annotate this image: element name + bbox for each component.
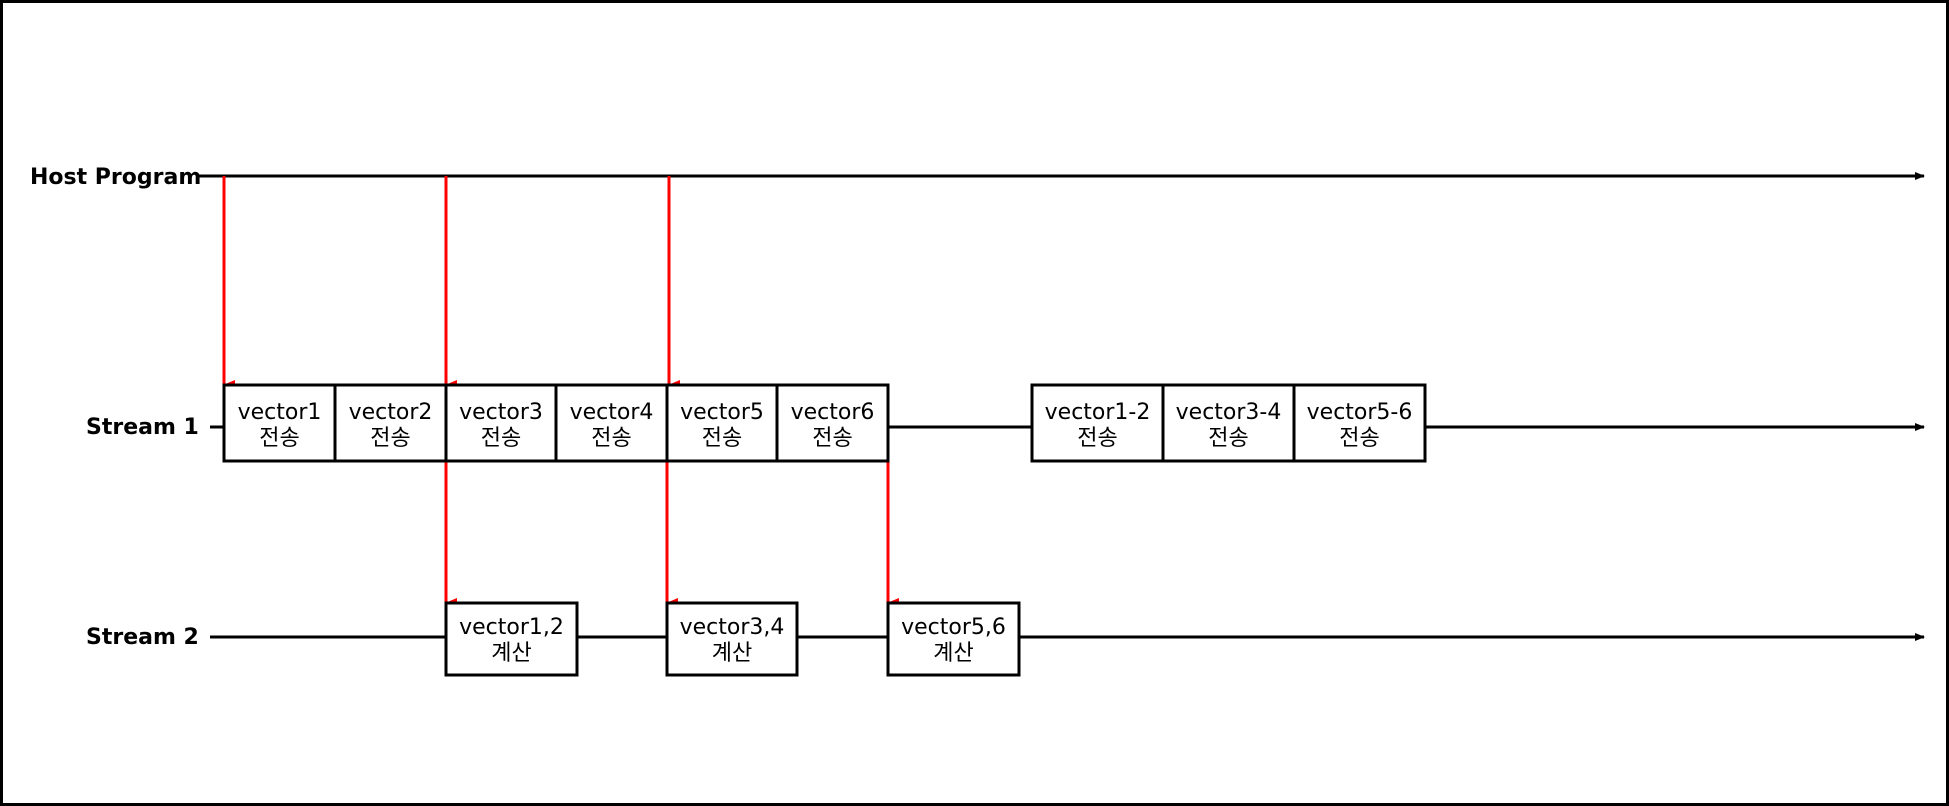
stream-1-box-vector3: vector3 전송 (444, 383, 558, 463)
stream-2-box-vector34: vector3,4 계산 (665, 601, 799, 677)
host-program-label: Host Program (30, 165, 201, 190)
box-label: vector3 (459, 400, 543, 425)
box-sublabel: 전송 (481, 426, 521, 451)
stream-1-label: Stream 1 (86, 415, 199, 440)
box-sublabel: 전송 (1208, 426, 1248, 451)
stream-1-box-vector1: vector1 전송 (222, 383, 337, 463)
box-label: vector1 (238, 400, 322, 425)
stream-1-box-vector6: vector6 전송 (775, 383, 890, 463)
box-label: vector3-4 (1176, 400, 1282, 425)
box-sublabel: 계산 (712, 641, 752, 666)
box-label: vector4 (570, 400, 654, 425)
stream-1-box-vector5-6: vector5-6 전송 (1292, 383, 1427, 463)
box-label: vector3,4 (680, 615, 785, 640)
box-label: vector5,6 (901, 615, 1006, 640)
box-label: vector1,2 (459, 615, 564, 640)
box-sublabel: 전송 (370, 426, 410, 451)
box-label: vector6 (791, 400, 875, 425)
box-sublabel: 전송 (259, 426, 299, 451)
box-sublabel: 계산 (933, 641, 973, 666)
stream-2-box-vector56: vector5,6 계산 (886, 601, 1021, 677)
box-label: vector2 (349, 400, 433, 425)
box-label: vector5-6 (1307, 400, 1413, 425)
box-label: vector1-2 (1045, 400, 1151, 425)
stream-1-box-vector3-4: vector3-4 전송 (1161, 383, 1296, 463)
box-sublabel: 전송 (1339, 426, 1379, 451)
box-sublabel: 전송 (591, 426, 631, 451)
stream-2-label: Stream 2 (86, 625, 199, 650)
box-sublabel: 전송 (812, 426, 852, 451)
box-sublabel: 계산 (491, 641, 531, 666)
stream-1-box-vector4: vector4 전송 (554, 383, 669, 463)
box-sublabel: 전송 (702, 426, 742, 451)
box-sublabel: 전송 (1077, 426, 1117, 451)
stream-1-box-vector5: vector5 전송 (665, 383, 779, 463)
box-label: vector5 (680, 400, 764, 425)
stream-2-box-vector12: vector1,2 계산 (444, 601, 579, 677)
stream-1-box-vector1-2: vector1-2 전송 (1030, 383, 1165, 463)
stream-1-box-vector2: vector2 전송 (333, 383, 448, 463)
